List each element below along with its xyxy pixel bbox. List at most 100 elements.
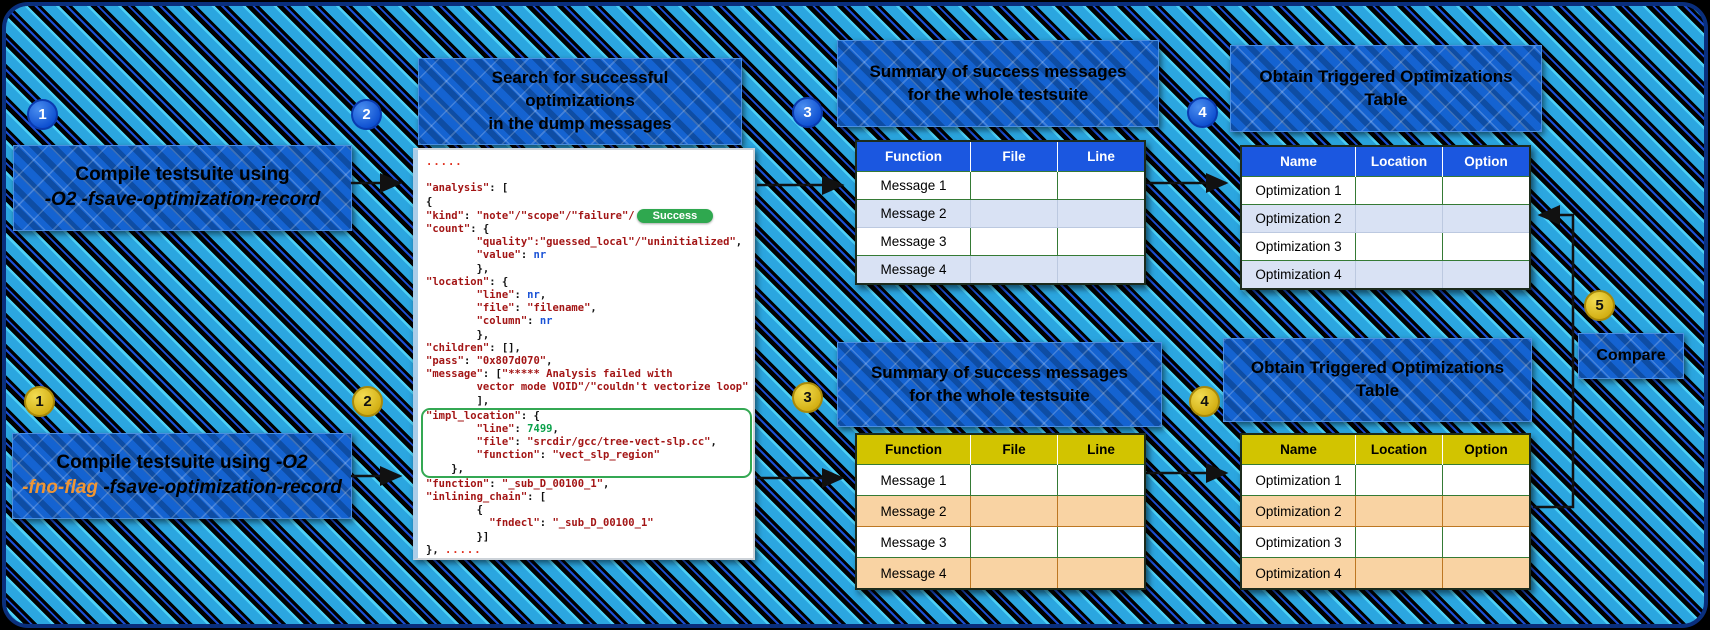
impl-location-highlight: "impl_location": { "line": 7499, "file":… xyxy=(421,407,752,478)
empty-cell xyxy=(1442,260,1531,290)
row-label-cell: Message 1 xyxy=(855,464,971,496)
code-line: }, ..... xyxy=(426,543,482,556)
step-badge-5: 5 xyxy=(1584,290,1615,321)
table-row: Optimization 4 xyxy=(1240,260,1531,290)
empty-cell xyxy=(1355,464,1443,496)
step-badge-bottom-4: 4 xyxy=(1189,386,1220,417)
table-row: Message 4 xyxy=(855,255,1146,285)
empty-cell xyxy=(970,255,1058,285)
row-label-cell: Optimization 1 xyxy=(1240,464,1356,496)
empty-cell xyxy=(1057,495,1146,527)
table-row: Message 1 xyxy=(855,464,1146,496)
code-line: "inlining_chain": [ xyxy=(426,491,547,504)
row-label-cell: Message 1 xyxy=(855,171,971,200)
code-line: }, xyxy=(426,462,464,475)
column-header: Function xyxy=(856,434,971,465)
code-line: ], xyxy=(426,394,490,407)
table-row: Message 2 xyxy=(855,199,1146,228)
json-dump-panel: ..... "analysis": [{"kind": "note"/"scop… xyxy=(413,148,755,560)
column-header: Line xyxy=(1057,141,1145,172)
row-label-cell: Optimization 3 xyxy=(1240,232,1356,261)
step-badge-bottom-1: 1 xyxy=(24,386,55,417)
empty-cell xyxy=(970,227,1058,256)
code-line xyxy=(426,169,747,182)
row-label-cell: Optimization 4 xyxy=(1240,557,1356,590)
code-line: "kind": "note"/"scope"/"failure"/Success xyxy=(426,208,747,223)
code-line: }, xyxy=(426,328,490,341)
empty-cell xyxy=(1057,199,1146,228)
compile-box-top: Compile testsuite using -O2 -fsave-optim… xyxy=(13,145,352,231)
code-line: { xyxy=(426,195,433,208)
empty-cell xyxy=(970,495,1058,527)
empty-cell xyxy=(1355,176,1443,205)
row-label-cell: Message 4 xyxy=(855,557,971,590)
table-row: Message 2 xyxy=(855,495,1146,527)
column-header: Option xyxy=(1442,434,1530,465)
search-box: Search for successful optimizations in t… xyxy=(418,58,742,145)
code-line: "fndecl": "_sub_D_00100_1" xyxy=(489,517,654,530)
column-header: Location xyxy=(1355,146,1443,177)
row-label-cell: Optimization 2 xyxy=(1240,495,1356,527)
empty-cell xyxy=(1442,557,1531,590)
empty-cell xyxy=(1442,526,1531,558)
table-row: Optimization 1 xyxy=(1240,176,1531,205)
step-badge-top-2: 2 xyxy=(351,99,382,130)
code-line: "impl_location": { xyxy=(426,409,540,422)
search-box-title: Search for successful optimizations in t… xyxy=(488,68,672,133)
step-badge-top-3: 3 xyxy=(792,97,823,128)
empty-cell xyxy=(1442,232,1531,261)
column-header: Location xyxy=(1355,434,1443,465)
row-label-cell: Optimization 3 xyxy=(1240,526,1356,558)
column-header: Name xyxy=(1241,434,1356,465)
empty-cell xyxy=(1057,227,1146,256)
code-line: "column": nr xyxy=(476,315,553,328)
empty-cell xyxy=(1442,204,1531,233)
column-header: Name xyxy=(1241,146,1356,177)
row-label-cell: Message 2 xyxy=(855,495,971,527)
compile-bottom-line1: Compile testsuite using -O2 xyxy=(56,451,307,476)
json-dump-code: ..... "analysis": [{"kind": "note"/"scop… xyxy=(418,150,753,561)
column-header: Option xyxy=(1442,146,1530,177)
code-line: "line": 7499, xyxy=(476,423,559,436)
compile-bottom-prefix: Compile testsuite using xyxy=(56,452,276,474)
table-row: Message 3 xyxy=(855,227,1146,256)
empty-cell xyxy=(1057,171,1146,200)
empty-cell xyxy=(1355,557,1443,590)
column-header: Line xyxy=(1057,434,1145,465)
empty-cell xyxy=(1057,557,1146,590)
empty-cell xyxy=(1355,260,1443,290)
compile-box-bottom: Compile testsuite using -O2 -fno-flag -f… xyxy=(12,433,352,519)
row-label-cell: Optimization 1 xyxy=(1240,176,1356,205)
empty-cell xyxy=(1355,204,1443,233)
table-row: Optimization 3 xyxy=(1240,526,1531,558)
empty-cell xyxy=(1057,526,1146,558)
empty-cell xyxy=(1057,464,1146,496)
code-line: "count": { xyxy=(426,223,490,236)
row-label-cell: Message 3 xyxy=(855,227,971,256)
column-header: File xyxy=(970,141,1058,172)
empty-cell xyxy=(970,171,1058,200)
code-line: "value": nr xyxy=(476,249,547,262)
row-label-cell: Message 4 xyxy=(855,255,971,285)
table-row: Message 1 xyxy=(855,171,1146,200)
column-header: Function xyxy=(856,141,971,172)
compile-bottom-line2: -fno-flag -fsave-optimization-record xyxy=(22,476,342,501)
table-row: Message 3 xyxy=(855,526,1146,558)
table-row: Optimization 1 xyxy=(1240,464,1531,496)
code-line: "location": { xyxy=(426,275,509,288)
code-line: "line": nr, xyxy=(476,289,547,302)
code-line: "file": "filename", xyxy=(476,302,597,315)
obtain-box-top-title: Obtain Triggered Optimizations Table xyxy=(1259,66,1513,109)
code-line: "quality":"guessed_local"/"uninitialized… xyxy=(476,236,743,249)
code-line: "children": [], xyxy=(426,341,521,354)
compare-label: Compare xyxy=(1596,347,1666,364)
empty-cell xyxy=(970,557,1058,590)
empty-cell xyxy=(1442,464,1531,496)
code-line: "function": "_sub_D_00100_1", xyxy=(426,477,610,490)
